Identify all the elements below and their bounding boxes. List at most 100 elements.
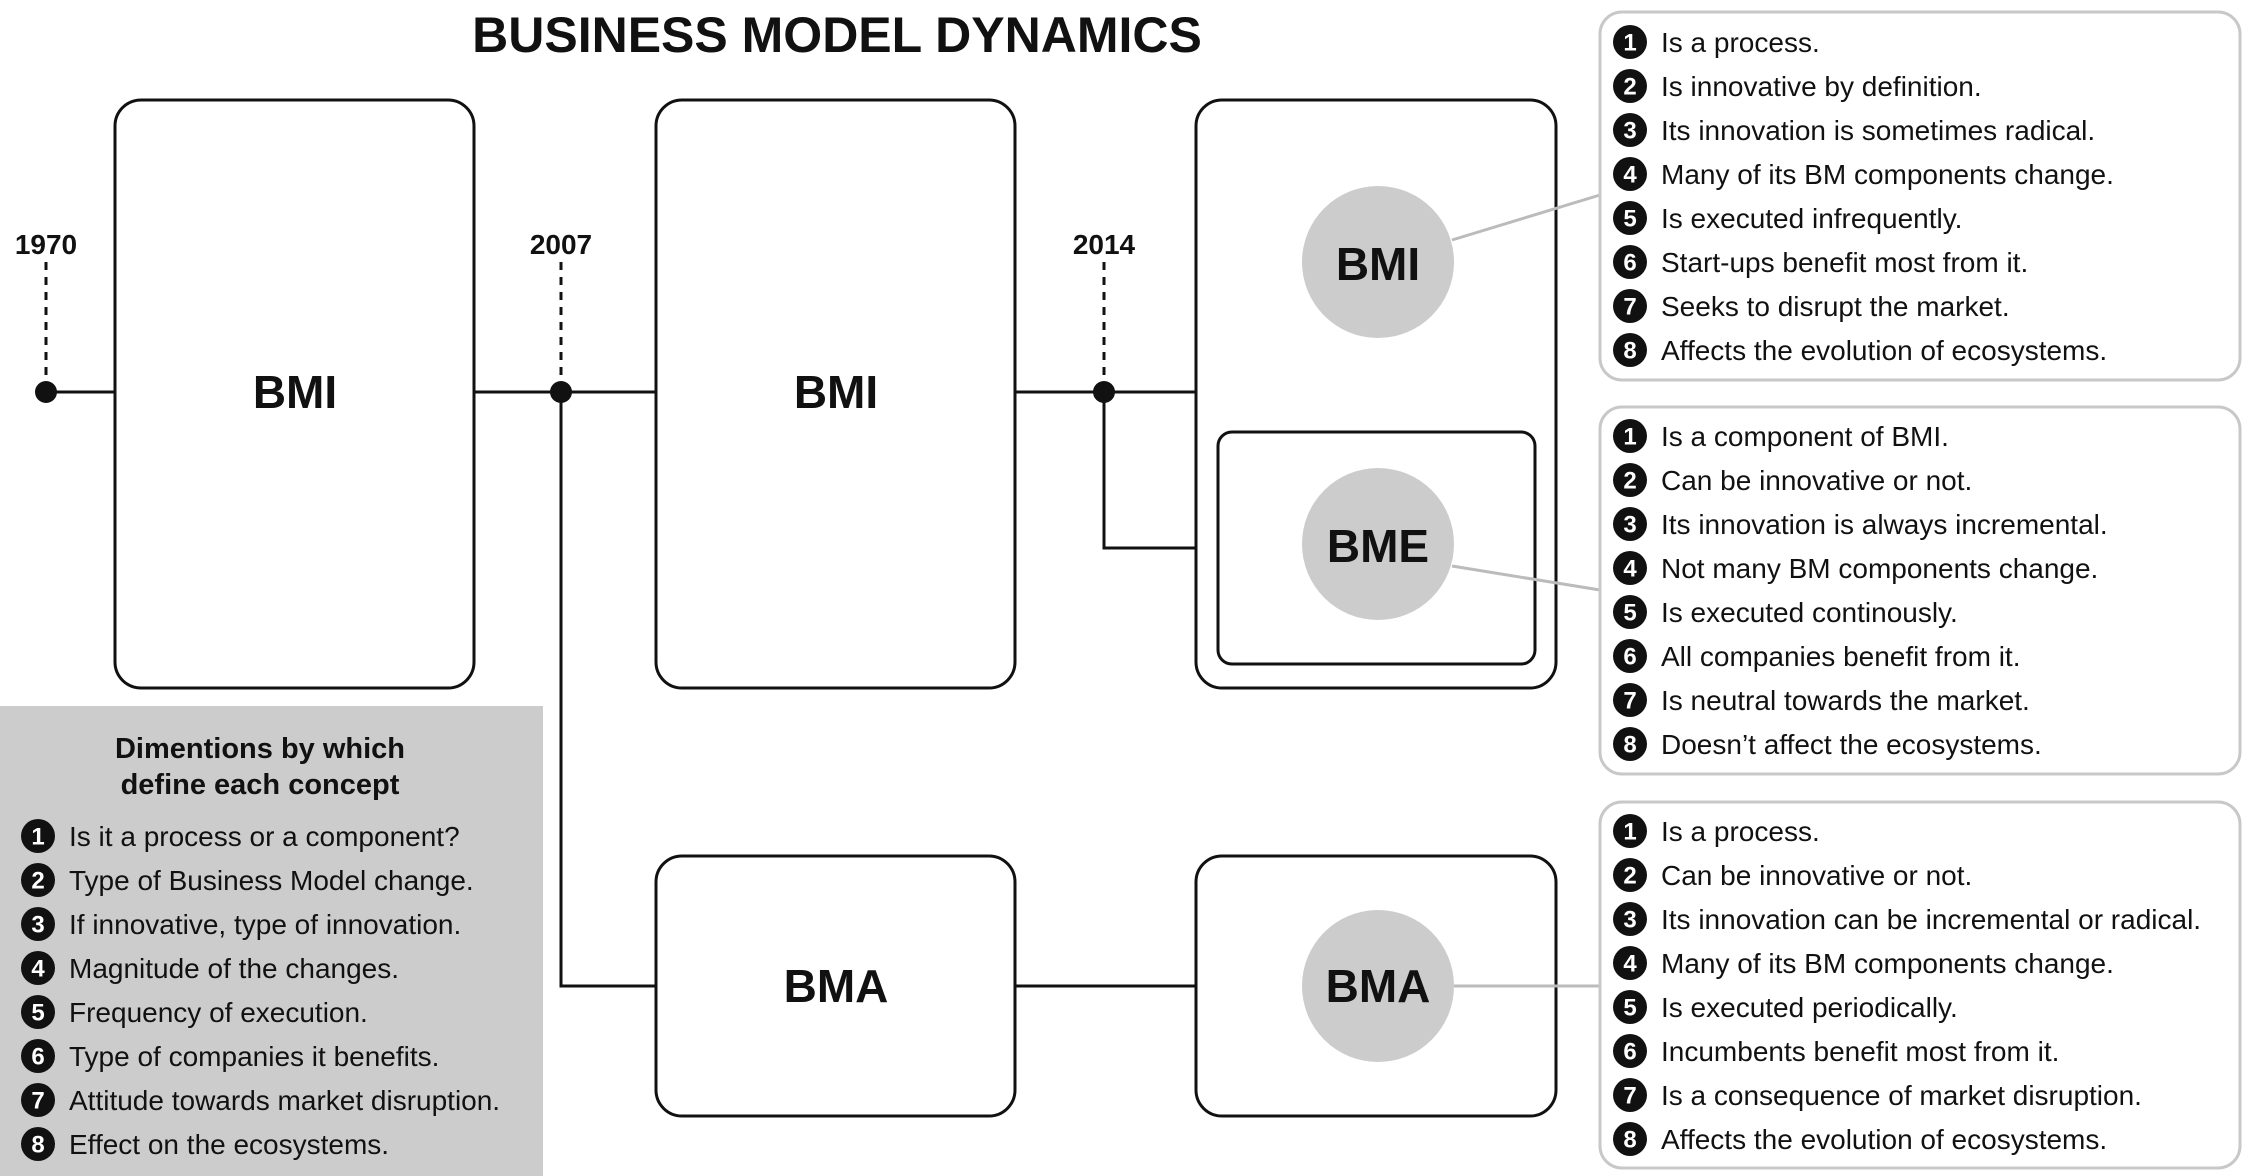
card-bme-number-5: 5 xyxy=(1623,600,1636,627)
card-bma-item-3: Its innovation can be incremental or rad… xyxy=(1661,904,2201,935)
legend-title-line2: define each concept xyxy=(121,769,400,801)
card-bmi-number-badge-1 xyxy=(1613,25,1647,59)
circle-bme-2014 xyxy=(1302,468,1454,620)
card-bme-number-3: 3 xyxy=(1623,512,1636,539)
card-bma-number-badge-6 xyxy=(1613,1034,1647,1068)
label-bmi-2014: BMI xyxy=(1336,238,1420,290)
legend-number-4: 4 xyxy=(31,956,45,983)
label-bmi-1970: BMI xyxy=(253,366,337,418)
card-bme-list: 1 Is a component of BMI. 2 Can be innovativ… xyxy=(1613,419,2108,761)
card-bmi xyxy=(1598,10,2242,382)
card-bme-item-8: Doesn’t affect the ecosystems. xyxy=(1661,729,2042,760)
legend-number-badge-1 xyxy=(21,819,55,853)
card-bma-item-8: Affects the evolution of ecosystems. xyxy=(1661,1124,2107,1155)
legend-number-6: 6 xyxy=(31,1044,44,1071)
card-bme-number-badge-7 xyxy=(1613,683,1647,717)
legend-number-badge-7 xyxy=(21,1083,55,1117)
branch-2014-bme xyxy=(1102,392,1218,550)
card-bmi-item-5: Is executed infrequently. xyxy=(1661,203,1962,234)
card-bme-item-2: Can be innovative or not. xyxy=(1661,465,1972,496)
legend-number-1: 1 xyxy=(31,824,44,851)
connector-bme-card xyxy=(1451,564,1601,592)
diagram-title: BUSINESS MODEL DYNAMICS xyxy=(472,7,1202,63)
card-bmi-number-6: 6 xyxy=(1623,250,1636,277)
legend-item-2: Type of Business Model change. xyxy=(69,865,474,896)
card-bma-number-1: 1 xyxy=(1623,819,1636,846)
label-bmi-2007: BMI xyxy=(794,366,878,418)
branch-2007-bma xyxy=(559,392,656,988)
card-bma-number-badge-4 xyxy=(1613,946,1647,980)
legend-item-6: Type of companies it benefits. xyxy=(69,1041,439,1072)
legend-number-badge-5 xyxy=(21,995,55,1029)
card-bmi-item-2: Is innovative by definition. xyxy=(1661,71,1982,102)
card-bmi-item-3: Its innovation is sometimes radical. xyxy=(1661,115,2095,146)
card-bmi-number-4: 4 xyxy=(1623,162,1637,189)
box-bmi-2007 xyxy=(654,98,1017,690)
legend-number-8: 8 xyxy=(31,1132,44,1159)
timeline-dot-2014 xyxy=(1093,381,1115,403)
year-label-2007: 2007 xyxy=(530,229,592,260)
legend-item-4: Magnitude of the changes. xyxy=(69,953,399,984)
card-bma-number-badge-2 xyxy=(1613,858,1647,892)
card-bma xyxy=(1598,800,2242,1170)
card-bme-item-1: Is a component of BMI. xyxy=(1661,421,1949,452)
card-bme-number-badge-3 xyxy=(1613,507,1647,541)
box-bma-2007 xyxy=(654,854,1017,1118)
card-bmi-number-badge-3 xyxy=(1613,113,1647,147)
card-bmi-number-badge-6 xyxy=(1613,245,1647,279)
card-bma-item-5: Is executed periodically. xyxy=(1661,992,1958,1023)
card-bmi-item-4: Many of its BM components change. xyxy=(1661,159,2114,190)
circle-bmi-2014 xyxy=(1302,186,1454,338)
legend-title-line1: Dimentions by which xyxy=(115,733,405,765)
label-bma-2007: BMA xyxy=(784,960,889,1012)
card-bmi-number-badge-4 xyxy=(1613,157,1647,191)
legend-number-badge-3 xyxy=(21,907,55,941)
legend-item-5: Frequency of execution. xyxy=(69,997,368,1028)
card-bmi-number-2: 2 xyxy=(1623,74,1636,101)
card-bmi-number-badge-8 xyxy=(1613,333,1647,367)
card-bme-number-1: 1 xyxy=(1623,424,1636,451)
card-bmi-number-1: 1 xyxy=(1623,30,1636,57)
card-bma-item-2: Can be innovative or not. xyxy=(1661,860,1972,891)
card-bme-item-4: Not many BM components change. xyxy=(1661,553,2098,584)
card-bmi-number-badge-7 xyxy=(1613,289,1647,323)
legend-item-7: Attitude towards market disruption. xyxy=(69,1085,500,1116)
card-bme-number-7: 7 xyxy=(1623,688,1636,715)
card-bma-number-3: 3 xyxy=(1623,907,1636,934)
card-bme-number-4: 4 xyxy=(1623,556,1637,583)
card-bme-number-8: 8 xyxy=(1623,732,1636,759)
card-bmi-item-1: Is a process. xyxy=(1661,27,1820,58)
legend-item-3: If innovative, type of innovation. xyxy=(69,909,461,940)
year-label-2014: 2014 xyxy=(1073,229,1136,260)
card-bme-item-5: Is executed continously. xyxy=(1661,597,1958,628)
card-bme-item-3: Its innovation is always incremental. xyxy=(1661,509,2108,540)
connector-bmi-card xyxy=(1451,193,1601,242)
card-bmi-item-6: Start-ups benefit most from it. xyxy=(1661,247,2028,278)
card-bma-number-5: 5 xyxy=(1623,995,1636,1022)
card-bmi-number-3: 3 xyxy=(1623,118,1636,145)
timeline xyxy=(44,262,1218,988)
card-bma-item-1: Is a process. xyxy=(1661,816,1820,847)
card-bmi-number-7: 7 xyxy=(1623,294,1636,321)
card-bmi-number-badge-5 xyxy=(1613,201,1647,235)
legend-panel xyxy=(0,706,543,1176)
circle-bma-2014 xyxy=(1302,910,1454,1062)
legend-number-3: 3 xyxy=(31,912,44,939)
card-bma-number-badge-8 xyxy=(1613,1122,1647,1156)
card-bme-item-6: All companies benefit from it. xyxy=(1661,641,2021,672)
legend-number-badge-4 xyxy=(21,951,55,985)
label-bme-2014: BME xyxy=(1327,520,1429,572)
card-bmi-item-7: Seeks to disrupt the market. xyxy=(1661,291,2010,322)
timeline-dot-1970 xyxy=(35,381,57,403)
legend-number-badge-8 xyxy=(21,1127,55,1161)
card-bmi-number-badge-2 xyxy=(1613,69,1647,103)
card-bme-number-badge-5 xyxy=(1613,595,1647,629)
card-bma-number-4: 4 xyxy=(1623,951,1637,978)
legend-number-2: 2 xyxy=(31,868,44,895)
card-bma-number-7: 7 xyxy=(1623,1083,1636,1110)
card-bme-number-2: 2 xyxy=(1623,468,1636,495)
card-bme-item-7: Is neutral towards the market. xyxy=(1661,685,2030,716)
legend-number-badge-2 xyxy=(21,863,55,897)
